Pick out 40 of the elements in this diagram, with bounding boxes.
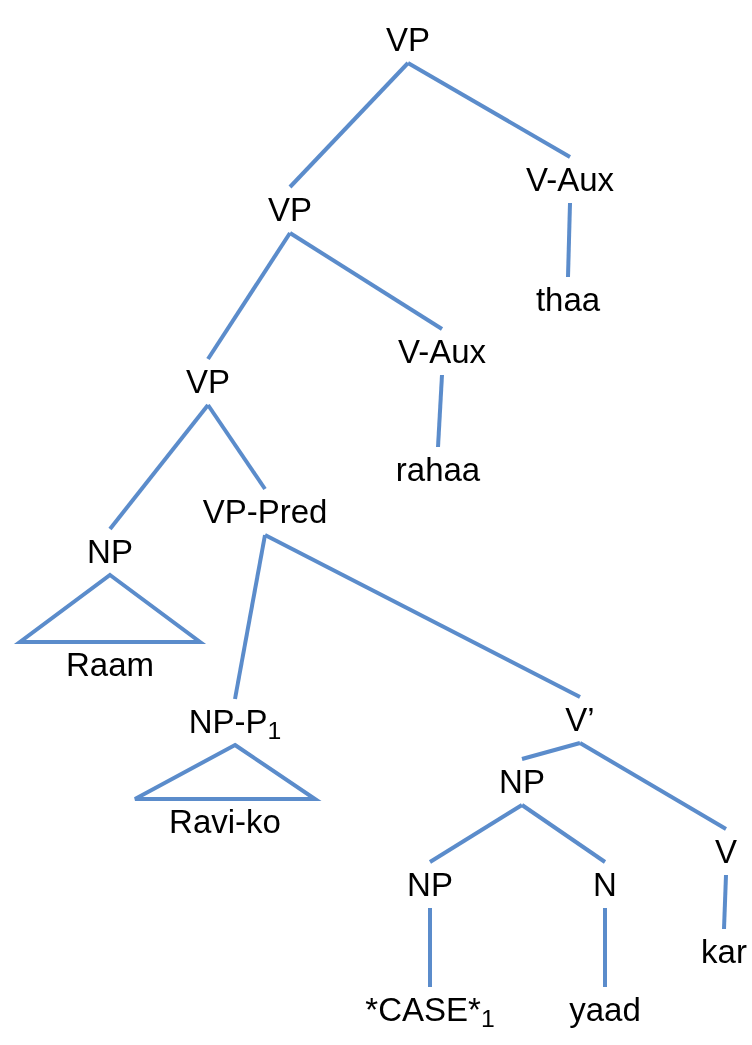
tree-label: VP: [186, 363, 230, 400]
tree-label: V-Aux: [398, 333, 486, 370]
branch-line: [428, 908, 432, 987]
branch-line: [521, 741, 581, 761]
branch-line: [436, 374, 444, 448]
tree-label: VP-Pred: [202, 493, 328, 530]
branch-line: [579, 741, 727, 831]
roof-triangle: [13, 572, 207, 644]
tree-label: Ravi-ko: [169, 803, 281, 840]
branch-line: [603, 908, 607, 987]
branch-line: [520, 803, 607, 864]
branch-line: [566, 202, 572, 278]
branch-line: [233, 534, 267, 700]
tree-label: Raam: [66, 646, 154, 683]
tree-label: N: [593, 866, 617, 903]
tree-label: rahaa: [395, 451, 481, 488]
branch-line: [428, 803, 524, 864]
branch-line: [722, 874, 728, 930]
tree-label: VP: [268, 191, 312, 228]
tree-label: NP: [499, 763, 545, 800]
tree-label: NP: [407, 866, 453, 903]
branch-line: [407, 61, 571, 159]
branch-line: [288, 61, 410, 189]
tree-label: VP: [386, 21, 430, 58]
roof-triangle: [133, 742, 322, 801]
tree-label: *$_{1}$: [468, 991, 495, 1028]
tree-label: thaa: [535, 281, 601, 318]
tree-label: yaad: [569, 991, 641, 1028]
tree-label: V’: [565, 701, 595, 738]
tree-label: NP: [87, 533, 133, 570]
tree-label: V-Aux: [526, 161, 614, 198]
branch-line: [206, 403, 267, 491]
branch-line: [288, 231, 444, 331]
tree-label: kar: [701, 933, 747, 970]
tree-label: *CASE: [365, 991, 469, 1028]
branch-line: [264, 533, 581, 699]
tree-label: NP-P$_{1}$: [188, 703, 282, 740]
tree-label: V: [715, 833, 737, 870]
branch-line: [206, 231, 292, 361]
branch-line: [108, 403, 210, 531]
